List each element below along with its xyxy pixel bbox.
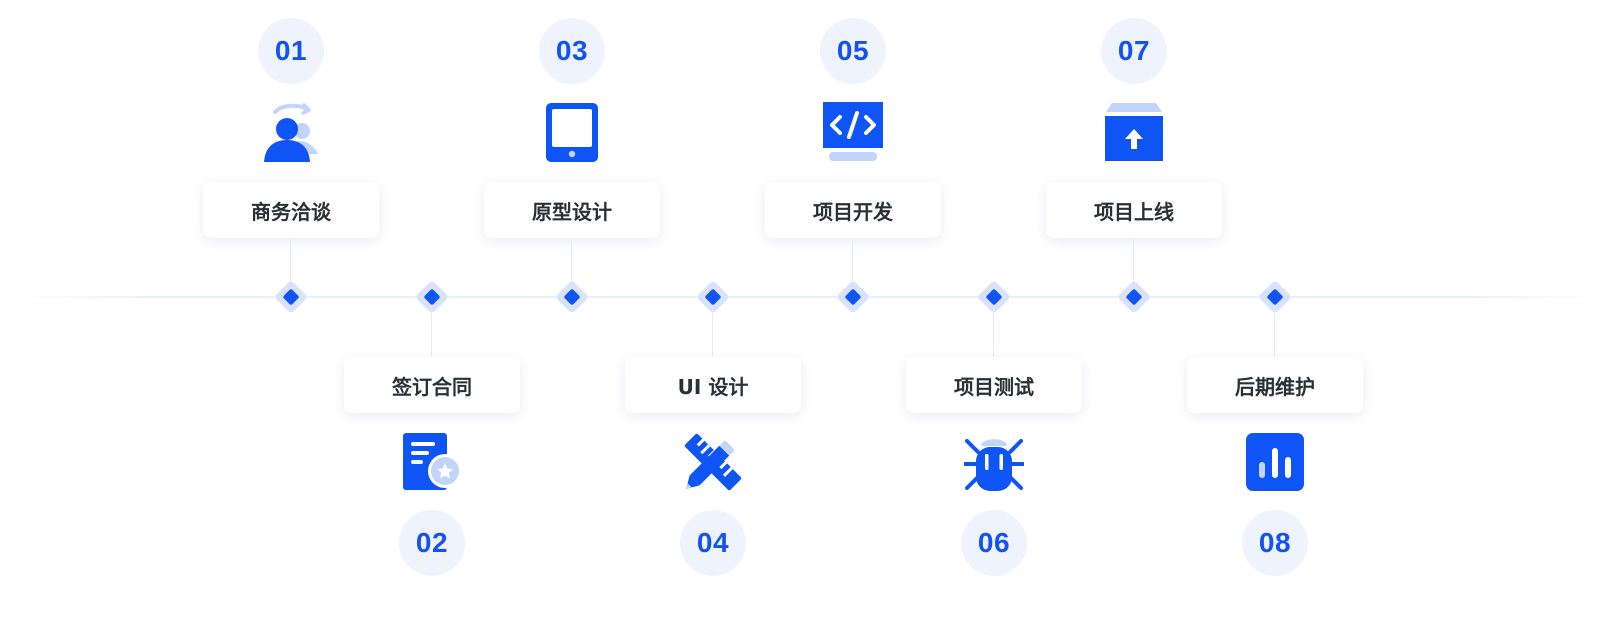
- step-number: 02: [415, 527, 449, 558]
- step-label-card: 商务洽谈: [203, 182, 379, 238]
- step-number: 08: [1258, 527, 1292, 558]
- step-number: 04: [696, 527, 730, 558]
- step-number: 06: [977, 527, 1011, 558]
- step-number-badge: 03: [539, 18, 605, 84]
- contract-document-icon: [402, 432, 462, 492]
- step-label-card: 项目上线: [1046, 182, 1222, 238]
- pencil-ruler-icon: [683, 432, 743, 492]
- step-connector: [1274, 306, 1275, 356]
- code-monitor-icon: [823, 102, 883, 162]
- timeline-node: [274, 280, 308, 314]
- step-number-badge: 05: [820, 18, 886, 84]
- step-number: 07: [1117, 35, 1151, 66]
- step-label-card: 项目测试: [906, 357, 1082, 413]
- timeline-axis: [15, 296, 1598, 298]
- user-handshake-icon: [261, 102, 321, 162]
- upload-box-icon: [1104, 102, 1164, 162]
- step-label-card: 签订合同: [344, 357, 520, 413]
- step-label: 原型设计: [532, 199, 612, 224]
- step-number: 05: [836, 35, 870, 66]
- bar-chart-icon: [1245, 432, 1305, 492]
- step-number-badge: 02: [399, 510, 465, 576]
- step-number-badge: 07: [1101, 18, 1167, 84]
- step-number-badge: 01: [258, 18, 324, 84]
- step-connector: [852, 238, 853, 288]
- timeline-node: [836, 280, 870, 314]
- step-connector: [431, 306, 432, 356]
- timeline-node: [415, 280, 449, 314]
- step-label: 商务洽谈: [251, 199, 331, 224]
- step-connector: [571, 238, 572, 288]
- step-number-badge: 06: [961, 510, 1027, 576]
- step-label: 后期维护: [1235, 374, 1315, 399]
- step-label: 签订合同: [392, 374, 472, 399]
- step-connector: [1133, 238, 1134, 288]
- step-connector: [712, 306, 713, 356]
- step-label-card: 原型设计: [484, 182, 660, 238]
- timeline-node: [1258, 280, 1292, 314]
- step-number-badge: 08: [1242, 510, 1308, 576]
- step-label: UI 设计: [677, 374, 749, 399]
- step-label-card: UI 设计: [625, 357, 801, 413]
- step-label: 项目上线: [1094, 199, 1174, 224]
- step-label-card: 项目开发: [765, 182, 941, 238]
- step-number: 03: [555, 35, 589, 66]
- timeline-node: [696, 280, 730, 314]
- step-number: 01: [274, 35, 308, 66]
- timeline-node: [1117, 280, 1151, 314]
- step-number-badge: 04: [680, 510, 746, 576]
- timeline-node: [555, 280, 589, 314]
- step-label-card: 后期维护: [1187, 357, 1363, 413]
- step-connector: [993, 306, 994, 356]
- step-connector: [290, 238, 291, 288]
- timeline-node: [977, 280, 1011, 314]
- bug-icon: [964, 432, 1024, 492]
- tablet-icon: [542, 102, 602, 162]
- step-label: 项目测试: [954, 374, 1034, 399]
- step-label: 项目开发: [813, 199, 893, 224]
